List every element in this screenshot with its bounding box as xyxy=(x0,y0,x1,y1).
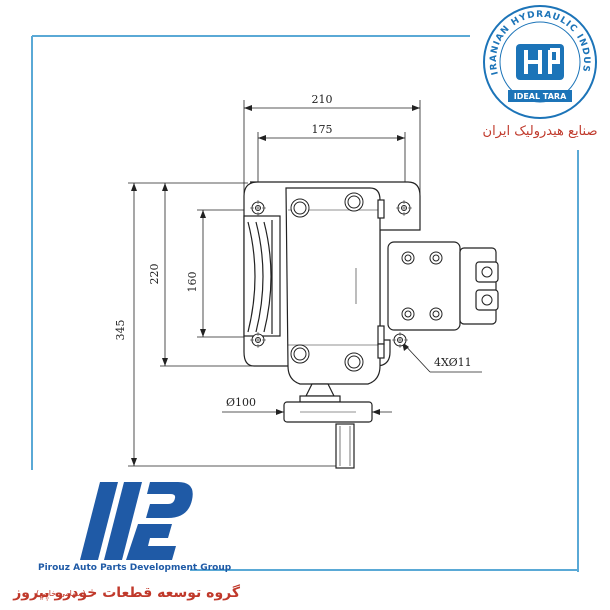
dim-220-label: 220 xyxy=(148,264,161,285)
dim-shaft-diameter-label: Ø100 xyxy=(226,396,256,409)
iranian-hydraulic-logo: IRANIAN HYDRAULIC INDUSTRIES IDEAL TARA … xyxy=(0,0,597,139)
pirouz-persian-suffix: (سهامی خاص) xyxy=(36,589,86,598)
dimension-arrows xyxy=(131,105,420,466)
pirouz-logo: Pirouz Auto Parts Development Group گروه… xyxy=(12,482,241,601)
pirouz-english-name: Pirouz Auto Parts Development Group xyxy=(38,563,232,573)
dim-160-label: 160 xyxy=(186,272,199,293)
pirouz-persian-name: گروه توسعه قطعات خودرو پیروز xyxy=(12,584,241,601)
pirouz-mark-icon xyxy=(80,482,193,560)
dim-175-label: 175 xyxy=(312,123,333,136)
bolt-hole-icons xyxy=(251,192,493,372)
dim-210-label: 210 xyxy=(312,93,333,106)
logo-persian-name: صنایع هیدرولیک ایران xyxy=(483,124,598,139)
dim-345-label: 345 xyxy=(114,320,127,341)
hydraulic-mark-icon xyxy=(524,48,560,74)
centerline-marks xyxy=(250,200,412,348)
frame-border xyxy=(31,35,579,572)
dim-bolt-holes-label: 4XØ11 xyxy=(434,356,472,369)
logo-ideal-tara-text: IDEAL TARA xyxy=(514,92,567,101)
pump-drawing xyxy=(243,181,499,469)
